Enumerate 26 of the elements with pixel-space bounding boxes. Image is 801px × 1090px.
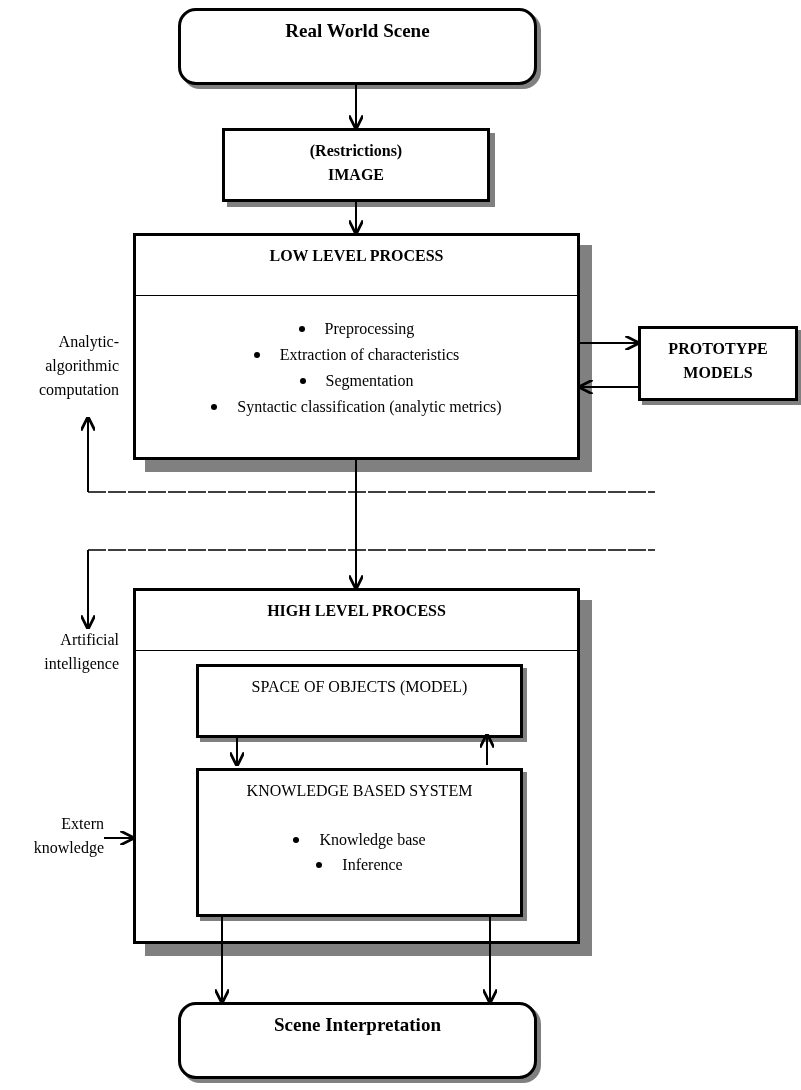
arrow (347, 84, 365, 131)
list-item: Inference (342, 855, 403, 875)
box-title: KNOWLEDGE BASED SYSTEM (245, 781, 474, 801)
box-title: PROTOTYPE MODELS (667, 339, 769, 383)
list-item: Extraction of characteristics (279, 345, 460, 365)
side-label: Artificial intelligence (43, 630, 119, 675)
arrow (577, 378, 639, 396)
list-item: Segmentation (325, 371, 414, 392)
side-label: Analytic- algorithmic computation (38, 332, 119, 401)
box-title: (Restrictions) IMAGE (308, 141, 404, 185)
box-title: Scene Interpretation (273, 1013, 442, 1037)
arrow (347, 459, 365, 591)
arrow (579, 334, 641, 352)
box-title: LOW LEVEL PROCESS (269, 246, 444, 266)
box-title: SPACE OF OBJECTS (MODEL) (250, 677, 469, 698)
list-item: Knowledge base (319, 830, 426, 851)
arrow (478, 732, 496, 766)
arrow (103, 829, 136, 847)
side-label: Extern knowledge (32, 814, 104, 859)
list-item: Syntactic classification (analytic metrics) (237, 397, 502, 418)
arrow (79, 415, 97, 493)
arrow (347, 201, 365, 236)
list-item: Preprocessing (324, 319, 415, 340)
arrow (79, 549, 97, 631)
box-title: Real World Scene (284, 19, 431, 43)
box-title: HIGH LEVEL PROCESS (267, 601, 446, 621)
